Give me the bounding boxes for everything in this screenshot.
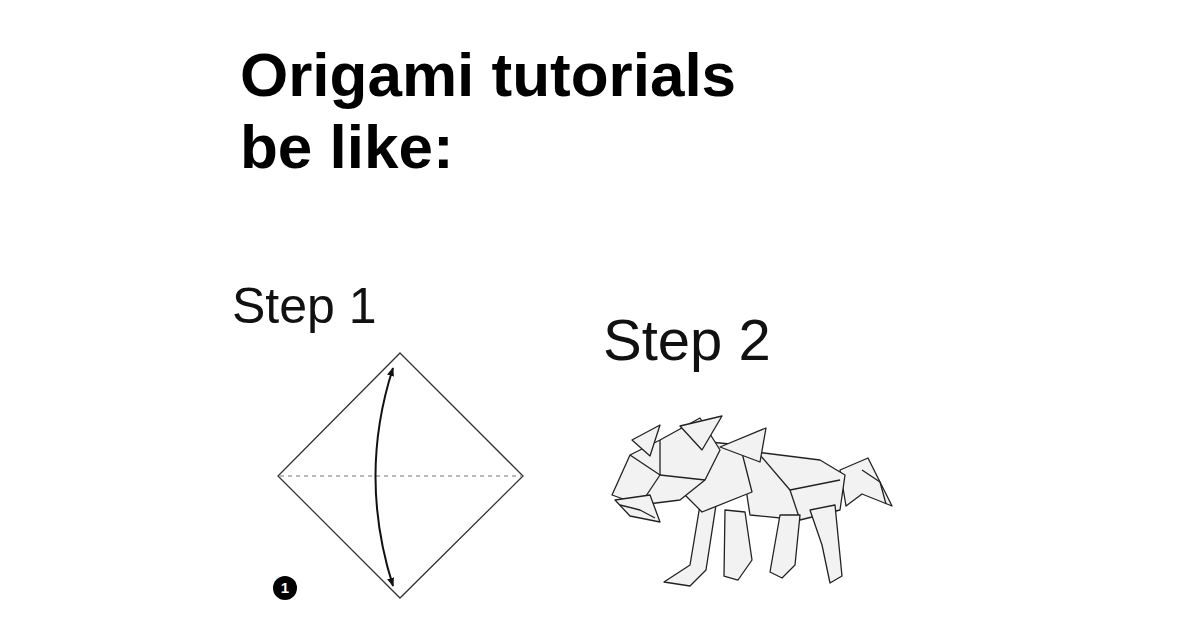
- wolf-body-crease: [760, 455, 840, 490]
- wolf-head-crease: [630, 455, 705, 480]
- origami-wolf: [612, 416, 892, 586]
- callout-circle: [273, 576, 297, 600]
- wolf-teeth: [620, 505, 655, 518]
- callout-number: 1: [273, 576, 297, 600]
- wolf-back-leg: [810, 505, 842, 583]
- wolf-back-leg: [770, 515, 800, 578]
- wolf-front-leg: [664, 505, 716, 586]
- wolf-back-spike: [720, 428, 766, 462]
- paper-square: [278, 353, 523, 598]
- step-label: Step 2: [603, 311, 771, 369]
- wolf-front-leg: [724, 510, 752, 580]
- valley-fold-line: [280, 475, 521, 476]
- meme-title: Origami tutorials be like:: [240, 39, 780, 183]
- wolf-tail-crease: [862, 470, 886, 504]
- wolf-ear: [632, 425, 660, 456]
- wolf-jaw: [615, 495, 660, 522]
- paper-diamond: [278, 353, 523, 598]
- wolf-ear: [680, 416, 722, 450]
- wolf-tail: [840, 458, 892, 506]
- fold-arrow: [376, 368, 394, 586]
- step-label: Step 1: [232, 281, 377, 331]
